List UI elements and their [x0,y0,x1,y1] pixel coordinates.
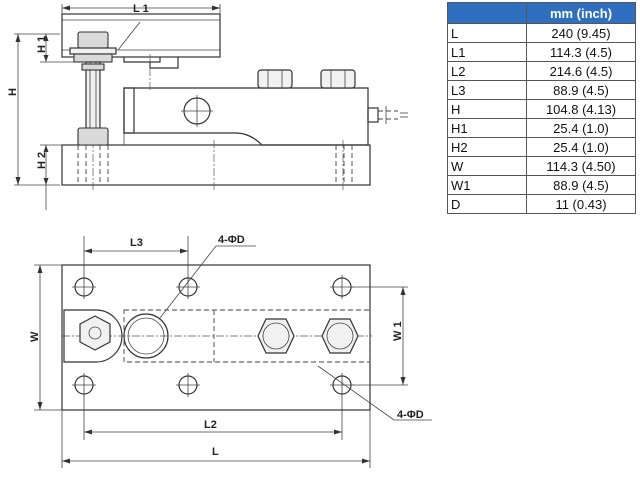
row-value: 114.3 (4.50) [526,156,636,176]
dim-label-h: H [7,88,19,96]
hex-bolt-top-1 [257,318,295,354]
row-symbol: L1 [447,42,527,62]
load-pin [123,313,169,359]
dim-label-l2: L2 [204,419,217,431]
hex-nut-pin [79,315,111,351]
hex-bolt-1 [257,69,293,89]
row-value: 104.8 (4.13) [526,99,636,119]
dim-label-w1: W 1 [392,321,404,341]
hex-bolt-top-2 [321,318,359,354]
hole-callout-top: 4-ΦD [218,234,245,246]
lower-nut [77,127,109,146]
row-symbol: H1 [447,118,527,138]
row-symbol: H2 [447,137,527,157]
row-symbol: W [447,156,527,176]
row-value: 25.4 (1.0) [526,137,636,157]
top-plate [61,13,221,58]
hole-callout-bottom: 4-ΦD [397,409,424,421]
hex-bolt-2 [320,69,356,89]
row-symbol: L [447,23,527,43]
side-view: L 1 H H 1 H 2 [7,3,408,210]
row-value: 214.6 (4.5) [526,61,636,81]
pin-bracket [63,309,123,363]
dim-label-l1: L 1 [133,3,149,15]
dim-label-h1: H 1 [36,36,48,53]
dim-label-h2: H 2 [36,152,48,169]
row-symbol: H [447,99,527,119]
row-value: 11 (0.43) [526,194,636,214]
top-view: 4-ΦD 4-ΦD L3 W W 1 L2 [29,234,432,468]
dim-label-l: L [212,446,219,458]
table-header-unit: mm (inch) [526,2,636,24]
load-cell-body [123,87,369,146]
row-symbol: L2 [447,61,527,81]
row-symbol: L3 [447,80,527,100]
row-value: 88.9 (4.5) [526,80,636,100]
cable-gland [367,107,379,123]
row-value: 88.9 (4.5) [526,175,636,195]
dim-label-l3: L3 [130,237,143,249]
row-symbol: D [447,194,527,214]
top-nut [77,31,109,49]
base-plate [61,144,371,186]
row-value: 114.3 (4.5) [526,42,636,62]
stud-rod [85,61,101,131]
row-symbol: W1 [447,175,527,195]
table-header-symbol [447,2,527,24]
row-value: 240 (9.45) [526,23,636,43]
table-header-row: mm (inch) [447,2,636,24]
row-value: 25.4 (1.0) [526,118,636,138]
dim-label-w: W [29,331,41,342]
